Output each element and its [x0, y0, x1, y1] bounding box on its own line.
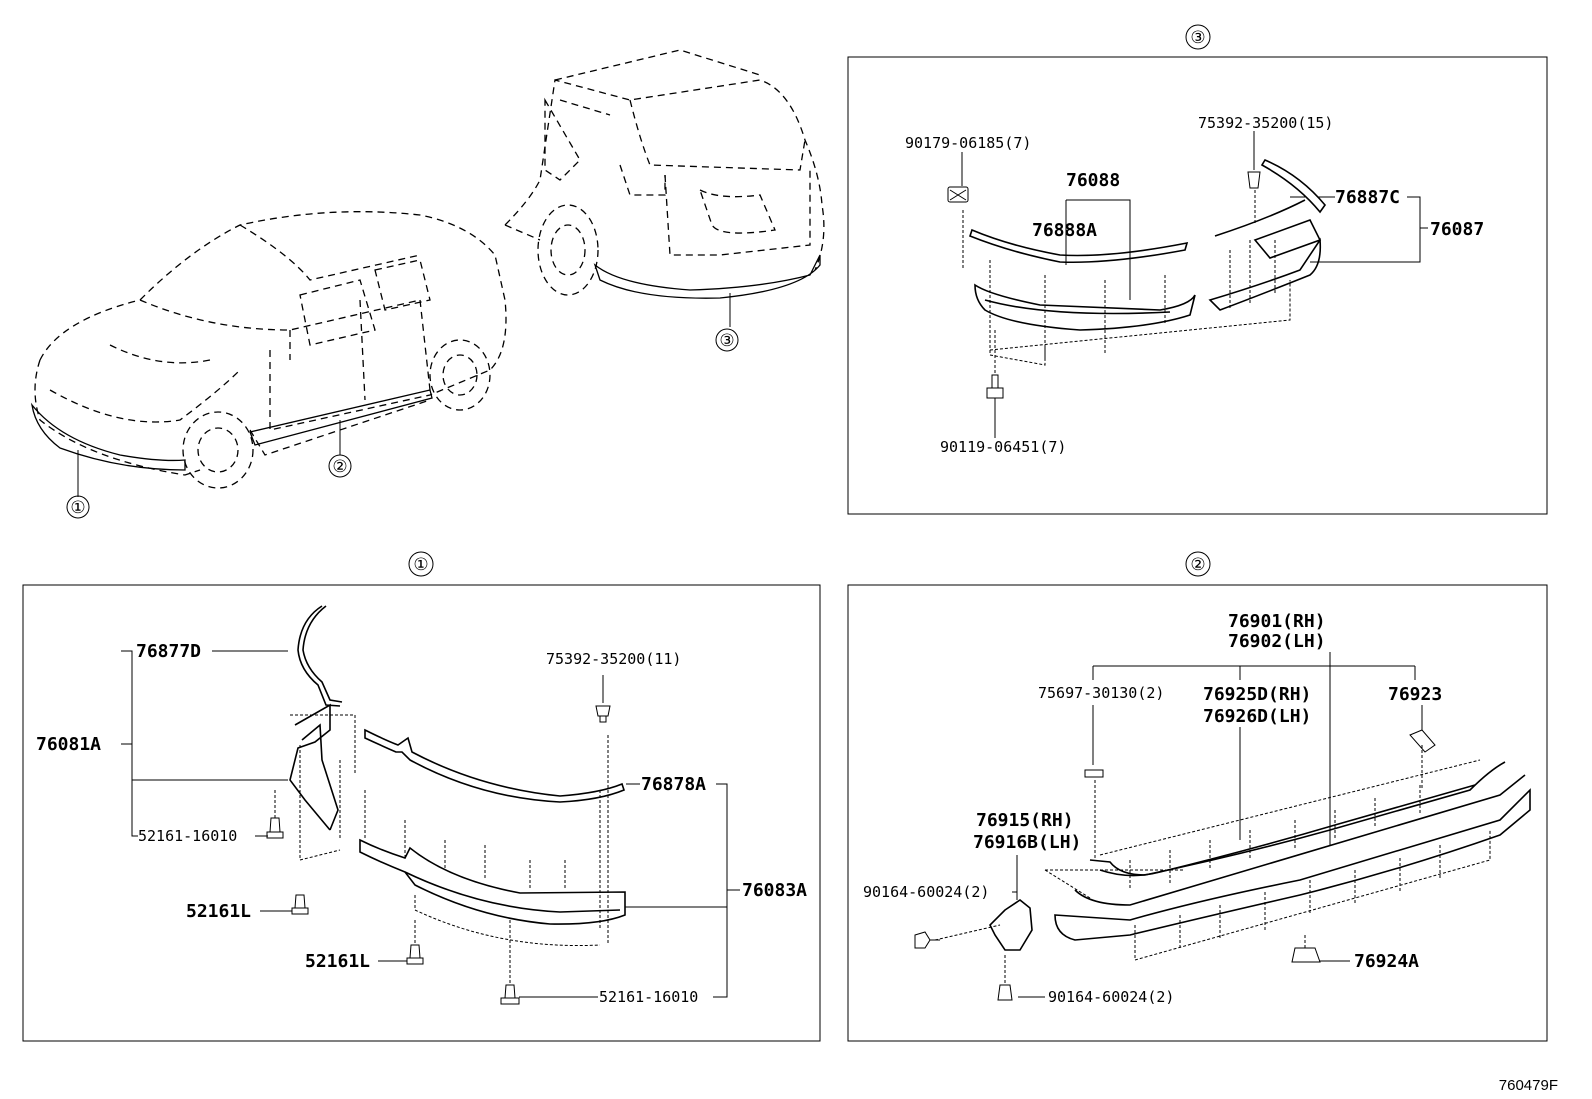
part-label-76926D-lh: 76926D(LH) — [1203, 706, 1311, 727]
part-label-90164-60024-bottom: 90164-60024(2) — [1048, 988, 1174, 1006]
part-label-76081A: 76081A — [36, 734, 101, 755]
overview-callout-front: ① — [70, 498, 85, 518]
overview-callouts — [66, 328, 739, 519]
part-label-76087: 76087 — [1430, 219, 1484, 240]
part-label-76888A: 76888A — [1032, 220, 1097, 241]
part-label-76878A: 76878A — [641, 774, 706, 795]
part-label-90179-06185: 90179-06185(7) — [905, 134, 1031, 152]
part-label-76902-lh: 76902(LH) — [1228, 631, 1326, 652]
part-label-52161-16010-lower: 52161-16010 — [599, 988, 698, 1006]
part-label-52161L-upper: 52161L — [186, 901, 251, 922]
panel-1 — [22, 551, 821, 1042]
car-front-illustration — [30, 211, 507, 497]
part-label-52161L-lower: 52161L — [305, 951, 370, 972]
part-label-90119-06451: 90119-06451(7) — [940, 438, 1066, 456]
part-label-76877D: 76877D — [136, 641, 201, 662]
part-label-76901-rh: 76901(RH) — [1228, 611, 1326, 632]
part-label-76083A: 76083A — [742, 880, 807, 901]
panel-1-title: ① — [413, 555, 428, 575]
panel-3-title: ③ — [1190, 28, 1205, 48]
part-label-75392-35200-11: 75392-35200(11) — [546, 650, 681, 668]
diagram-reference-code: 760479F — [1499, 1077, 1558, 1094]
part-label-75392-35200-15: 75392-35200(15) — [1198, 114, 1333, 132]
part-label-76916B-lh: 76916B(LH) — [973, 832, 1081, 853]
panel-2-title: ② — [1190, 555, 1205, 575]
part-label-76924A: 76924A — [1354, 951, 1419, 972]
part-label-52161-16010-upper: 52161-16010 — [138, 827, 237, 845]
panel-3 — [847, 24, 1548, 515]
part-label-76887C: 76887C — [1335, 187, 1400, 208]
part-label-75697-30130: 75697-30130(2) — [1038, 684, 1164, 702]
part-label-76923: 76923 — [1388, 684, 1442, 705]
part-label-76088: 76088 — [1066, 170, 1120, 191]
overview-callout-side: ② — [332, 457, 347, 477]
part-label-90164-60024-left: 90164-60024(2) — [863, 883, 989, 901]
panel-2 — [847, 551, 1548, 1042]
overview-callout-rear: ③ — [719, 331, 734, 351]
car-rear-illustration — [504, 49, 825, 327]
part-label-76925D-rh: 76925D(RH) — [1203, 684, 1311, 705]
part-label-76915-rh: 76915(RH) — [976, 810, 1074, 831]
